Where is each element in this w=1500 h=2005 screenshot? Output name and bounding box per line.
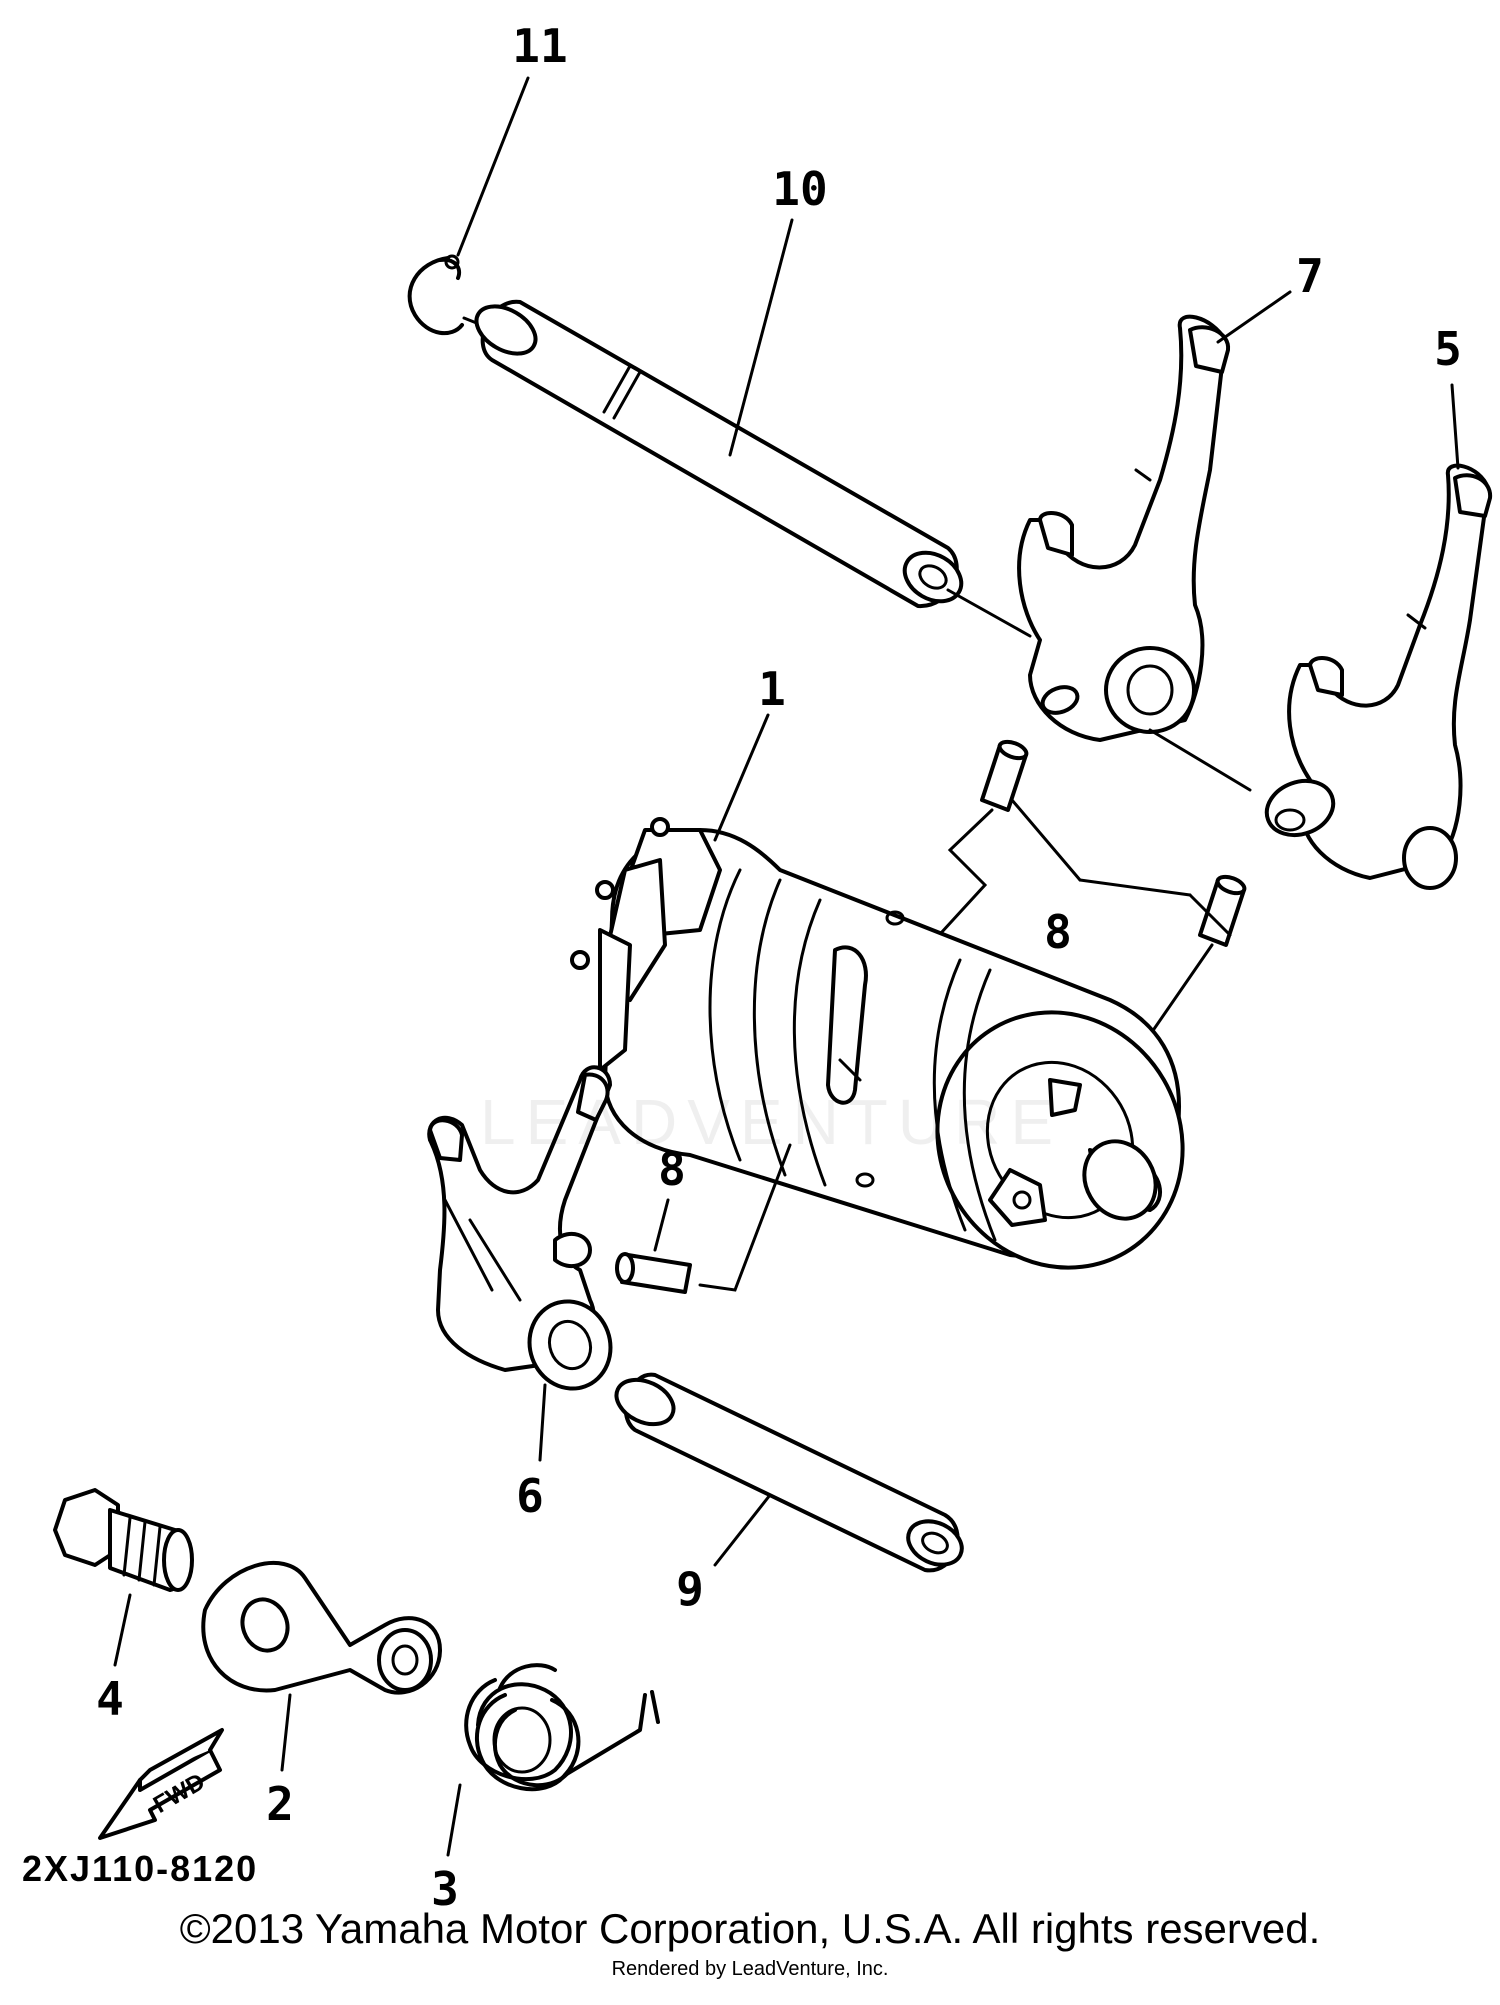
callout-3: 3 <box>431 1862 459 1916</box>
part-5-shift-fork <box>1264 463 1493 890</box>
leader-10 <box>728 218 794 457</box>
part-8-pin-lower <box>615 1143 792 1294</box>
part-10-guide-bar <box>474 299 1032 638</box>
callout-9: 9 <box>676 1562 704 1616</box>
callout-6: 6 <box>516 1469 544 1523</box>
part-4-bolt <box>53 1488 194 1667</box>
callout-10: 10 <box>772 162 827 216</box>
callout-8-lower: 8 <box>658 1142 686 1196</box>
leader-7 <box>1216 290 1292 344</box>
part-1-shift-drum <box>570 817 1185 1270</box>
part-9-guide-bar <box>614 1372 964 1573</box>
leader-11 <box>456 76 530 257</box>
callout-11: 11 <box>512 19 567 73</box>
part-8-pins-upper <box>928 739 1247 1102</box>
part-3-torsion-spring <box>446 1663 660 1857</box>
leader-1 <box>713 713 770 842</box>
watermark: LEADVENTURE <box>480 1086 1063 1158</box>
part-2-stopper-lever <box>201 1561 442 1772</box>
callout-5: 5 <box>1434 322 1462 376</box>
callout-4: 4 <box>96 1672 124 1726</box>
part-6-shift-fork <box>427 1065 613 1462</box>
rendered-by-credit: Rendered by LeadVenture, Inc. <box>611 1958 889 1980</box>
copyright-notice: ©2013 Yamaha Motor Corporation, U.S.A. A… <box>179 1905 1321 1952</box>
callout-7: 7 <box>1296 249 1324 303</box>
callout-2: 2 <box>266 1777 294 1831</box>
fwd-direction-arrow-icon: FWD <box>98 1728 224 1840</box>
callout-1: 1 <box>758 662 786 716</box>
part-7-shift-fork <box>1017 314 1252 792</box>
diagram-code: 2XJ110-8120 <box>22 1848 259 1889</box>
callout-8-upper: 8 <box>1044 905 1072 959</box>
leader-5 <box>1450 383 1460 470</box>
